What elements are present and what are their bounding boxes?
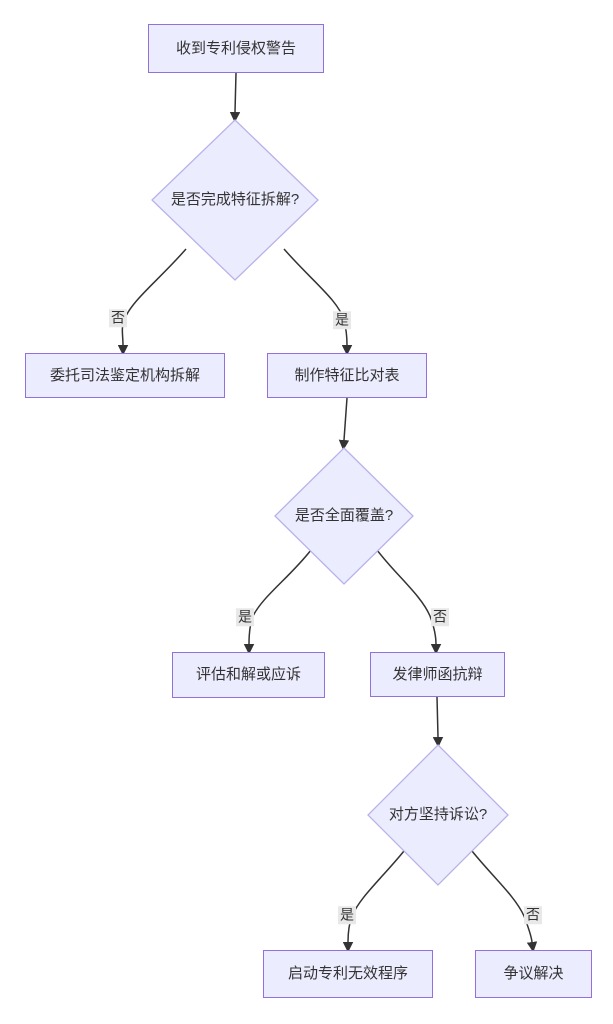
edge-label-coverage-yes: 是 [236, 608, 254, 626]
edge-start-to-decompose [229, 72, 241, 123]
node-evaluate-settle: 评估和解或应诉 [172, 652, 325, 698]
edge-table-to-coverage [338, 397, 350, 451]
node-entrust-agency: 委托司法鉴定机构拆解 [25, 353, 225, 398]
edge-letter-to-litigation [432, 696, 444, 748]
edge-label-litigation-no: 否 [524, 906, 542, 924]
edge-litigation-no [471, 850, 538, 953]
edge-decompose-no [117, 248, 187, 356]
decision-decompose-shape [151, 119, 319, 281]
edge-label-coverage-no: 否 [431, 608, 449, 626]
decision-coverage-shape [274, 447, 414, 585]
decision-litigation-shape [367, 744, 509, 886]
edge-litigation-yes [342, 850, 405, 953]
edge-label-decompose-no: 否 [109, 309, 127, 327]
edge-coverage-yes [243, 549, 312, 655]
node-start: 收到专利侵权警告 [148, 24, 324, 73]
node-comparison-table: 制作特征比对表 [267, 353, 427, 398]
edge-decompose-yes [283, 248, 353, 356]
node-lawyer-letter: 发律师函抗辩 [370, 652, 505, 697]
node-dispute-resolution: 争议解决 [475, 950, 592, 998]
edge-label-decompose-yes: 是 [333, 311, 351, 329]
node-invalidation: 启动专利无效程序 [263, 950, 433, 998]
edge-coverage-no [376, 549, 442, 655]
edge-label-litigation-yes: 是 [338, 906, 356, 924]
